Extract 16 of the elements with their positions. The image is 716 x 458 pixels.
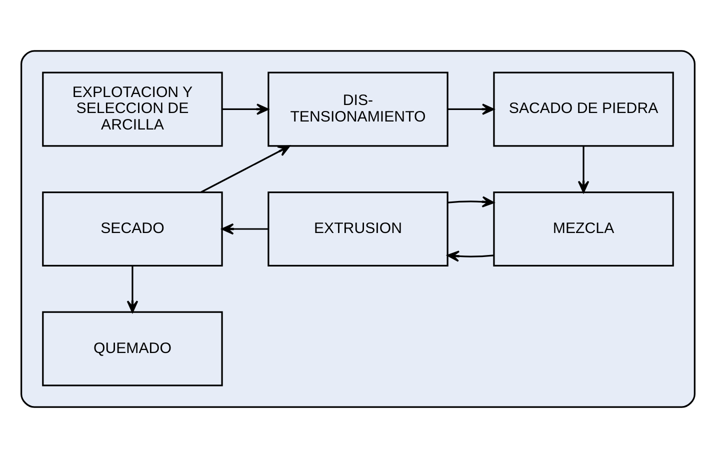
arrow	[578, 146, 590, 194]
arrow	[200, 145, 290, 193]
node-box: SACADO DE PIEDRA	[493, 72, 674, 147]
arrow	[448, 104, 494, 115]
node-box: EXPLOTACION Y SELECCION DE ARCILLA	[42, 72, 223, 147]
arrow	[222, 104, 269, 115]
cluster	[20, 50, 696, 408]
node-box: SECADO	[42, 192, 223, 266]
arrow	[447, 250, 494, 262]
arrow	[222, 223, 268, 235]
node-box: QUEMADO	[42, 311, 223, 386]
arrow	[448, 196, 494, 208]
arrow	[126, 266, 138, 313]
node-box: EXTRUSION	[268, 192, 448, 266]
node-box: DIS- TENSIONAMIENTO	[268, 72, 448, 147]
node-box: MEZCLA	[493, 192, 674, 266]
